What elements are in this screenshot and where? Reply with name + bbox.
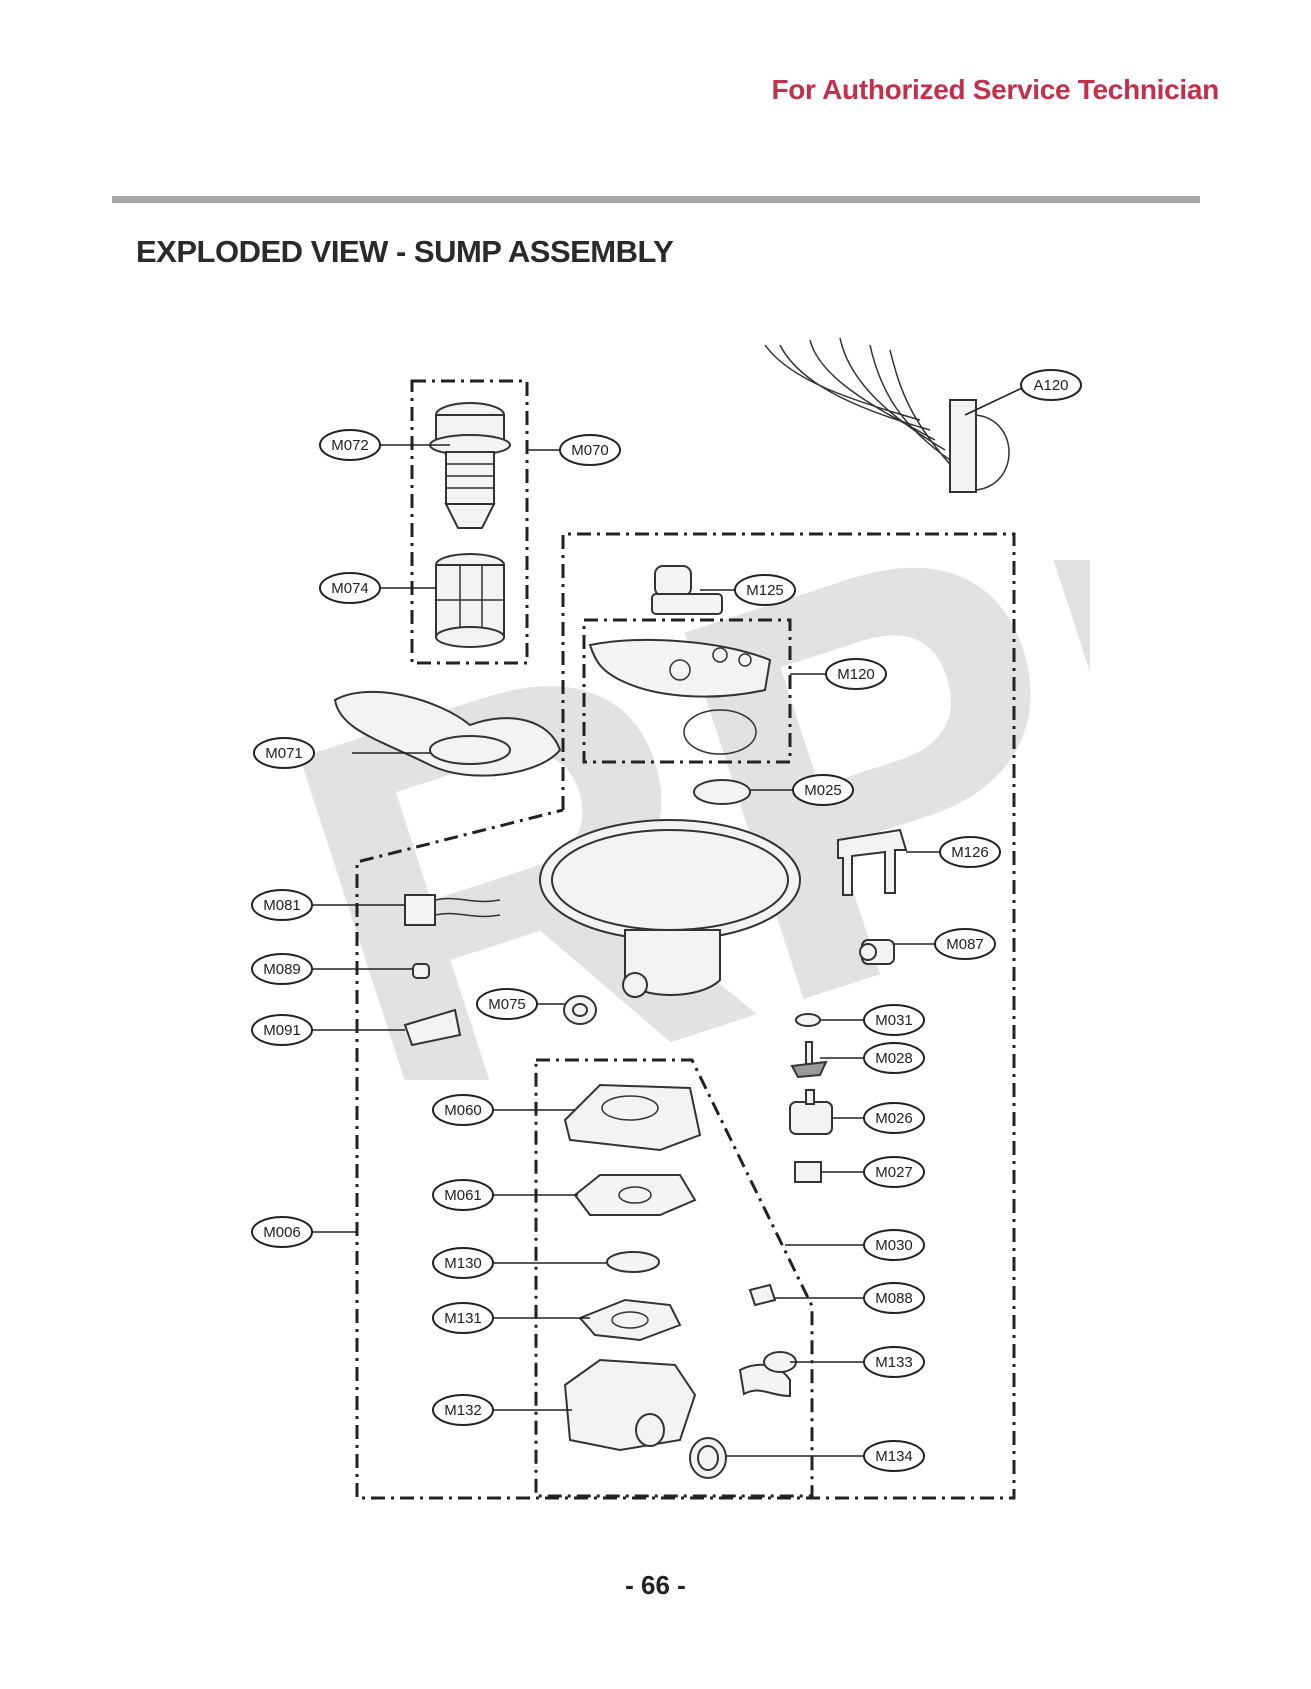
svg-text:M131: M131 — [444, 1310, 482, 1327]
svg-text:M089: M089 — [263, 961, 301, 978]
svg-text:M031: M031 — [875, 1012, 913, 1029]
ring-seal-part — [683, 709, 757, 755]
callout-m028: M028 — [863, 1042, 925, 1074]
pump-cover-part — [573, 1174, 697, 1216]
pump-housing-part — [563, 1358, 697, 1452]
callout-m031: M031 — [863, 1004, 925, 1036]
callout-m026: M026 — [863, 1102, 925, 1134]
filter-cup-part — [429, 402, 511, 529]
motor-plate-part — [563, 1083, 702, 1152]
svg-text:M061: M061 — [444, 1187, 482, 1204]
svg-text:M026: M026 — [875, 1110, 913, 1127]
callout-m081: M081 — [251, 889, 313, 921]
clip-part — [403, 1008, 462, 1047]
callout-m120: M120 — [825, 658, 887, 690]
callout-m070: M070 — [559, 434, 621, 466]
svg-text:M025: M025 — [804, 782, 842, 799]
impeller-part — [563, 995, 597, 1025]
callout-m074: M074 — [319, 572, 381, 604]
sump-group-outline — [355, 532, 1016, 1500]
callout-m134: M134 — [863, 1440, 925, 1472]
header-note: For Authorized Service Technician — [771, 74, 1219, 105]
callout-m030: M030 — [863, 1229, 925, 1261]
page-title: EXPLODED VIEW - SUMP ASSEMBLY — [136, 234, 674, 269]
callout-m132: M132 — [432, 1394, 494, 1426]
callout-m091: M091 — [251, 1014, 313, 1046]
actuator-part — [794, 1161, 822, 1183]
svg-text:M072: M072 — [331, 437, 369, 454]
callout-m130: M130 — [432, 1247, 494, 1279]
clip-small-part — [748, 1283, 777, 1307]
svg-text:M134: M134 — [875, 1448, 913, 1465]
callout-m125: M125 — [734, 574, 796, 606]
svg-text:M087: M087 — [946, 936, 984, 953]
svg-text:M075: M075 — [488, 996, 526, 1013]
svg-text:M081: M081 — [263, 897, 301, 914]
callout-m006: M006 — [251, 1216, 313, 1248]
svg-text:M070: M070 — [571, 442, 609, 459]
callout-m025: M025 — [792, 774, 854, 806]
svg-text:M006: M006 — [263, 1224, 301, 1241]
callout-m075: M075 — [476, 988, 538, 1020]
callout-m088: M088 — [863, 1282, 925, 1314]
mesh-filter-part — [435, 553, 505, 648]
sensor-part — [859, 939, 895, 965]
callout-m071: M071 — [253, 737, 315, 769]
callout-a120: A120 — [1020, 369, 1082, 401]
svg-text:M132: M132 — [444, 1402, 482, 1419]
grommet-part — [689, 1437, 727, 1479]
small-fitting-part — [412, 963, 430, 979]
svg-text:M088: M088 — [875, 1290, 913, 1307]
spray-arm-part — [588, 639, 772, 698]
svg-text:M060: M060 — [444, 1102, 482, 1119]
callout-m072: M072 — [319, 429, 381, 461]
callout-m131: M131 — [432, 1302, 494, 1334]
page-number: - 66 - — [625, 1570, 686, 1600]
vent-cap-part — [651, 565, 723, 615]
callout-m133: M133 — [863, 1346, 925, 1378]
knob-part — [790, 1041, 828, 1079]
pump-group-outline — [534, 1058, 814, 1498]
callout-m060: M060 — [432, 1094, 494, 1126]
seal-disc-part — [606, 1251, 660, 1273]
callout-m061: M061 — [432, 1179, 494, 1211]
svg-text:M133: M133 — [875, 1354, 913, 1371]
sump-body-part — [539, 819, 801, 998]
motor-part — [789, 1089, 833, 1135]
callout-m087: M087 — [934, 928, 996, 960]
orifice-plate-part — [693, 779, 751, 805]
svg-text:M028: M028 — [875, 1050, 913, 1067]
callout-m089: M089 — [251, 953, 313, 985]
svg-text:M030: M030 — [875, 1237, 913, 1254]
svg-text:M074: M074 — [331, 580, 369, 597]
svg-text:M091: M091 — [263, 1022, 301, 1039]
wire-harness-part — [764, 337, 1010, 493]
heater-part — [404, 894, 501, 926]
svg-text:M125: M125 — [746, 582, 784, 599]
callout-m126: M126 — [939, 836, 1001, 868]
gasket-plate-part — [578, 1298, 682, 1342]
svg-text:M071: M071 — [265, 745, 303, 762]
bracket-part — [837, 828, 908, 896]
leader-lines — [312, 387, 1023, 1457]
svg-text:M027: M027 — [875, 1164, 913, 1181]
svg-text:A120: A120 — [1033, 377, 1068, 394]
elbow-hose-part — [738, 1351, 797, 1398]
washer-part — [795, 1013, 821, 1027]
svg-text:M120: M120 — [837, 666, 875, 683]
outer-filter-part — [333, 690, 562, 777]
header-rule — [112, 196, 1200, 203]
svg-text:M130: M130 — [444, 1255, 482, 1272]
svg-text:M126: M126 — [951, 844, 989, 861]
callout-m027: M027 — [863, 1156, 925, 1188]
